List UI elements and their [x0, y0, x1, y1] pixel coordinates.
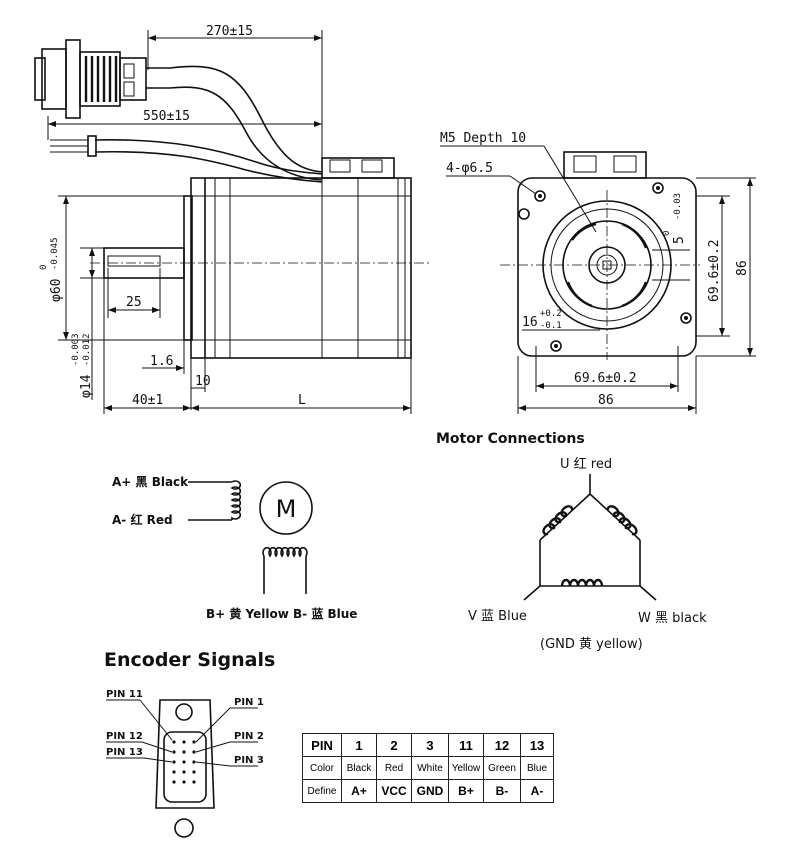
- dim-key16: 16: [522, 315, 538, 330]
- dim-size-h: 86: [598, 393, 614, 408]
- table-cell: Blue: [520, 756, 554, 780]
- pin-12-label: PIN 12: [106, 731, 143, 742]
- table-cell: B-: [483, 779, 521, 803]
- encoder-pin-table: PIN 1 2 3 11 12 13 Color Black Red White…: [302, 733, 554, 803]
- dim-phi60-tol-upper: 0: [39, 265, 49, 270]
- label-a-plus: A+ 黑 Black: [112, 475, 189, 489]
- label-gnd: (GND 黄 yellow): [540, 637, 643, 652]
- table-cell: VCC: [376, 779, 412, 803]
- dim-25: 25: [126, 295, 142, 310]
- table-row-header: PIN 1 2 3 11 12 13: [302, 733, 554, 757]
- dim-270: 270±15: [206, 24, 253, 39]
- table-cell: PIN: [302, 733, 342, 757]
- dim-key16-tol-lower: -0.1: [540, 321, 562, 331]
- label-holes: 4-φ6.5: [446, 161, 493, 176]
- dim-key5-tol-upper: 0: [662, 231, 672, 236]
- dim-key16-tol-upper: +0.2: [540, 309, 562, 319]
- coil-b: [262, 546, 308, 594]
- dim-size-v: 86: [735, 260, 750, 276]
- dim-phi14: φ14: [79, 374, 94, 398]
- label-b: B+ 黄 Yellow B- 蓝 Blue: [206, 606, 357, 621]
- table-cell: 2: [376, 733, 412, 757]
- dim-key5: 5: [672, 236, 687, 244]
- pin-11-label: PIN 11: [106, 689, 143, 700]
- table-cell: 3: [411, 733, 449, 757]
- table-cell: 11: [448, 733, 484, 757]
- dim-phi14-tol-lower: -0.012: [82, 333, 92, 366]
- table-cell: B+: [448, 779, 484, 803]
- dim-phi60-tol-lower: -0.045: [50, 237, 60, 270]
- table-cell: Define: [302, 779, 342, 803]
- screw-hole-bottom: [174, 818, 194, 838]
- dim-phi60: φ60: [49, 279, 64, 302]
- table-cell: Color: [302, 756, 342, 780]
- label-a-minus: A- 红 Red: [112, 512, 173, 527]
- dim-550: 550±15: [143, 109, 190, 124]
- pin-3-label: PIN 3: [234, 755, 264, 766]
- dim-pitch-h: 69.6±0.2: [574, 371, 637, 386]
- db15-connector: [155, 699, 215, 809]
- pin-1-label: PIN 1: [234, 697, 264, 708]
- dim-phi14-tol-upper: -0.003: [71, 333, 81, 366]
- motor-symbol-label: M: [276, 495, 297, 523]
- three-phase-triangle: [523, 474, 657, 601]
- table-cell: 12: [483, 733, 521, 757]
- table-cell: 1: [341, 733, 377, 757]
- db15-pins: [172, 740, 196, 784]
- table-cell: GND: [411, 779, 449, 803]
- table-cell: Red: [376, 756, 412, 780]
- label-v: V 蓝 Blue: [468, 609, 527, 624]
- encoder-signals: Encoder Signals PIN 11 PIN 12 PIN 13 PIN…: [104, 649, 275, 838]
- coil-a: [230, 480, 242, 520]
- screw-hole-top: [175, 703, 193, 721]
- db-connector-drawing: [34, 39, 170, 119]
- label-u: U 红 red: [560, 456, 612, 472]
- pin-13-label: PIN 13: [106, 747, 143, 758]
- table-cell: 13: [520, 733, 554, 757]
- pin-2-label: PIN 2: [234, 731, 264, 742]
- table-cell: Yellow: [448, 756, 484, 780]
- table-cell: Black: [341, 756, 377, 780]
- dim-L: L: [298, 393, 306, 408]
- table-cell: White: [411, 756, 449, 780]
- table-cell: A+: [341, 779, 377, 803]
- dim-40: 40±1: [132, 393, 163, 408]
- dim-1-6: 1.6: [150, 354, 173, 369]
- table-cell: Green: [483, 756, 521, 780]
- front-view: M5 Depth 10 4-φ6.5 5 0 -0.03 16 +0.2 -0.…: [440, 131, 756, 414]
- motor-connections-title: Motor Connections: [436, 431, 585, 447]
- motor-connections: Motor Connections A+ 黑 Black A- 红 Red M …: [112, 431, 707, 652]
- motor-symbol: [259, 481, 313, 535]
- label-m5: M5 Depth 10: [440, 131, 526, 146]
- table-row-color: Color Black Red White Yellow Green Blue: [302, 756, 554, 780]
- side-view: 270±15 550±15 φ60 0 -0.045 φ14 -0.003 -0…: [34, 24, 430, 414]
- dim-key5-tol-lower: -0.03: [673, 193, 683, 220]
- dim-10: 10: [195, 374, 211, 389]
- label-w: W 黑 black: [638, 611, 707, 626]
- table-row-define: Define A+ VCC GND B+ B- A-: [302, 779, 554, 803]
- encoder-title: Encoder Signals: [104, 649, 275, 671]
- table-cell: A-: [520, 779, 554, 803]
- dim-pitch-v: 69.6±0.2: [707, 239, 722, 302]
